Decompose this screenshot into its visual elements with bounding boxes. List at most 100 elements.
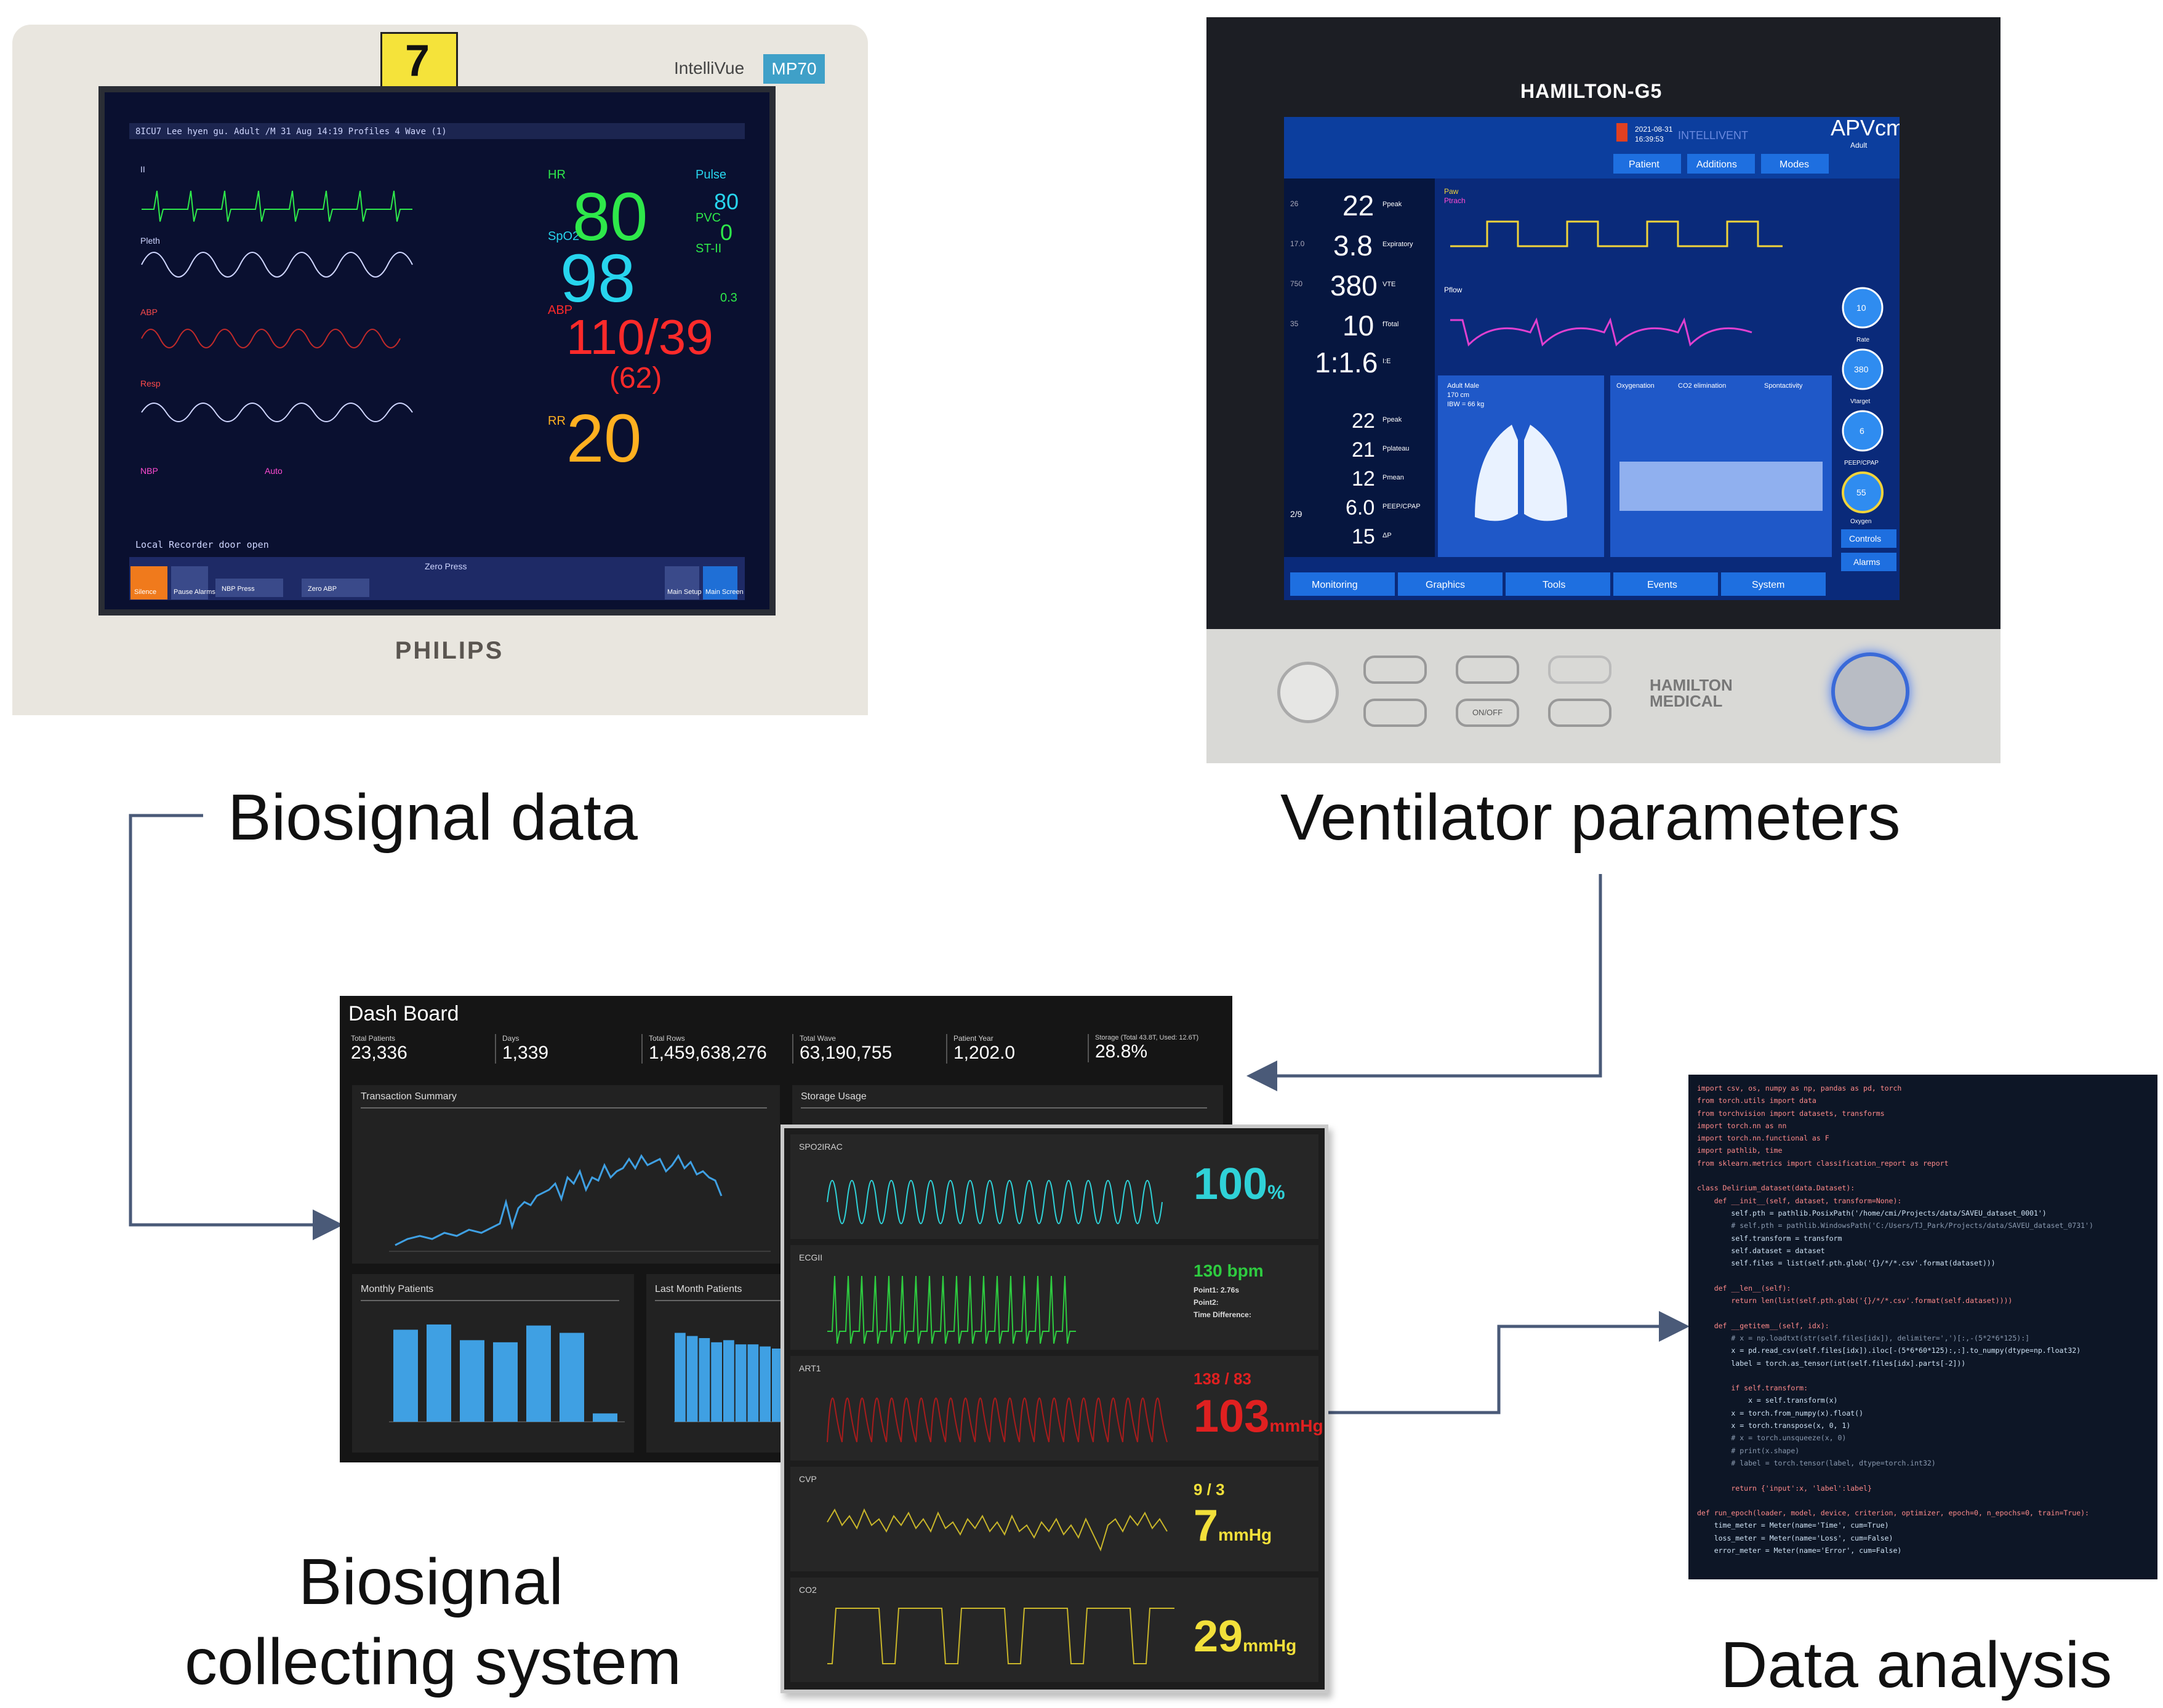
- flow-wave: [1450, 317, 1752, 347]
- svg-text:INTELLIVENT: INTELLIVENT: [1678, 129, 1748, 142]
- svg-text:Controls: Controls: [1849, 534, 1881, 543]
- code-line: return len(list(self.pth.glob('{}/*/*.cs…: [1697, 1296, 2013, 1305]
- monitor-maker-logo: PHILIPS: [395, 637, 504, 664]
- kpi-label: Total Wave: [800, 1034, 836, 1043]
- pvc-value: 0: [720, 220, 732, 245]
- wave-main-value: 103mmHg: [1194, 1390, 1323, 1441]
- pulse-value: 80: [714, 189, 739, 214]
- bar: [393, 1329, 418, 1422]
- monthly-patients-title: Monthly Patients: [361, 1284, 434, 1294]
- resp-label: Resp: [140, 379, 161, 388]
- svg-text:12: 12: [1352, 467, 1375, 491]
- svg-text:750: 750: [1290, 279, 1302, 288]
- bar: [526, 1325, 551, 1422]
- code-line: def __getitem__(self, idx):: [1697, 1321, 1829, 1330]
- ventilator-title: HAMILTON-G5: [1520, 80, 1663, 102]
- kpi-0: Total Patients 23,336: [351, 1034, 486, 1064]
- svg-text:NBP Press: NBP Press: [222, 585, 255, 593]
- zero-abp-button: [302, 579, 369, 597]
- co2-waveform: [827, 1608, 1174, 1664]
- code-line: [1697, 1169, 2149, 1182]
- svg-text:2/9: 2/9: [1290, 509, 1302, 519]
- bar: [686, 1336, 698, 1422]
- svg-text:10: 10: [1342, 310, 1374, 342]
- data-analysis-label: Data analysis: [1720, 1629, 2113, 1701]
- svg-text:Monitoring: Monitoring: [1312, 580, 1358, 590]
- waveform-panel: SPO2IRAC 100% ECGII 130 bpm Point1: 2.76…: [781, 1125, 1328, 1693]
- st-label: ST-II: [696, 242, 721, 255]
- code-line: from torchvision import datasets, transf…: [1697, 1109, 1885, 1118]
- wave-sub-value: 138 / 83: [1194, 1369, 1251, 1388]
- code-line: self.files = list(self.pth.glob('{}/*/*.…: [1697, 1259, 1996, 1268]
- svg-text:Pplateau: Pplateau: [1382, 445, 1409, 452]
- hr-label: HR: [548, 168, 566, 182]
- svg-text:170 cm: 170 cm: [1447, 391, 1469, 399]
- code-line: import pathlib, time: [1697, 1146, 1783, 1155]
- abp-value: 110/39: [566, 310, 713, 364]
- ventilator-knob: [1831, 652, 1909, 731]
- code-line: x = torch.from_numpy(x).float(): [1697, 1408, 1864, 1417]
- code-line: # label = torch.tensor(label, dtype=torc…: [1697, 1458, 1936, 1467]
- code-line: [1697, 1369, 2149, 1382]
- code-line: [1697, 1494, 2149, 1507]
- resp-wave: [141, 403, 413, 422]
- code-line: x = pd.read_csv(self.files[idx]).iloc[-(…: [1697, 1346, 2081, 1355]
- svg-text:15: 15: [1352, 525, 1375, 548]
- kpi-1: Days 1,339: [495, 1034, 638, 1064]
- bar: [735, 1344, 747, 1422]
- svg-text:Rate: Rate: [1856, 337, 1870, 343]
- svg-text:Ppeak: Ppeak: [1382, 201, 1402, 208]
- paw-wave: [1450, 220, 1783, 247]
- abp-wave: [141, 329, 401, 348]
- bar: [772, 1349, 783, 1422]
- wave-main-value: 130 bpm: [1194, 1261, 1264, 1280]
- code-line: import torch.nn.functional as F: [1697, 1134, 1829, 1143]
- last-month-patients-title: Last Month Patients: [655, 1284, 742, 1294]
- collecting-system-label-line2: collecting system: [185, 1626, 682, 1698]
- svg-text:21: 21: [1352, 438, 1375, 462]
- kpi-label: Days: [502, 1034, 520, 1043]
- monitor-topbar: 8ICU7 Lee hyen gu. Adult /M 31 Aug 14:19…: [135, 127, 447, 137]
- main-setup-button: [665, 566, 699, 599]
- collecting-system-label-line1: Biosignal: [298, 1546, 564, 1618]
- svg-text:22: 22: [1342, 190, 1374, 222]
- svg-text:35: 35: [1290, 319, 1299, 328]
- abp-label: ABP: [140, 307, 158, 317]
- bar: [493, 1342, 518, 1422]
- lungs-graphic: [1475, 425, 1567, 521]
- monthly-patients-bar-chart: [389, 1324, 625, 1422]
- svg-text:26: 26: [1290, 199, 1299, 208]
- code-line: self.pth = pathlib.PosixPath('/home/cmi/…: [1697, 1208, 2047, 1217]
- connector-ventilator: [1246, 874, 1602, 1091]
- svg-text:17.0: 17.0: [1290, 239, 1305, 248]
- svg-text:Pause Alarms: Pause Alarms: [174, 588, 215, 596]
- wave-row-label: SPO2IRAC: [799, 1142, 843, 1152]
- monitor-model-badge: MP70: [763, 54, 825, 84]
- vent-readings: 26 22 Ppeak 17.0 3.8 Expiratory 750 380 …: [1290, 190, 1413, 379]
- svg-text:fTotal: fTotal: [1382, 321, 1399, 328]
- svg-text:Tools: Tools: [1543, 580, 1565, 590]
- code-line: class Delirium_dataset(data.Dataset):: [1697, 1184, 1855, 1193]
- code-line: [1697, 1269, 2149, 1281]
- st-value: 0.3: [720, 291, 737, 305]
- kpi-label: Total Rows: [649, 1034, 685, 1043]
- svg-text:PEEP/CPAP: PEEP/CPAP: [1382, 503, 1421, 510]
- svg-text:Spontactivity: Spontactivity: [1764, 382, 1803, 390]
- svg-text:22: 22: [1352, 409, 1375, 433]
- ventilator-screen-graphics: 2021-08-31 16:39:53 INTELLIVENT APVcmv A…: [1284, 115, 1916, 596]
- bar: [460, 1340, 484, 1422]
- dashboard-title: Dash Board: [348, 1002, 459, 1025]
- connector-biosignal: [129, 814, 343, 1240]
- svg-text:Paw: Paw: [1444, 187, 1459, 196]
- kpi-label: Storage (Total 43.8T, Used: 12.6T): [1095, 1034, 1199, 1041]
- wave-main-value: 7mmHg: [1194, 1501, 1272, 1550]
- code-text: import csv, os, numpy as np, pandas as p…: [1688, 1075, 2157, 1564]
- nbp-press-button: [215, 579, 283, 597]
- monitor-screen-graphics: 8ICU7 Lee hyen gu. Adult /M 31 Aug 14:19…: [129, 123, 745, 600]
- tab-patient: [1613, 154, 1681, 174]
- nbp-label: NBP: [140, 466, 158, 476]
- code-line: label = torch.as_tensor(int(self.files[i…: [1697, 1358, 1966, 1368]
- ecg-waveform: [827, 1275, 1076, 1344]
- tab-additions: [1687, 154, 1755, 174]
- code-line: import torch.nn as nn: [1697, 1121, 1787, 1130]
